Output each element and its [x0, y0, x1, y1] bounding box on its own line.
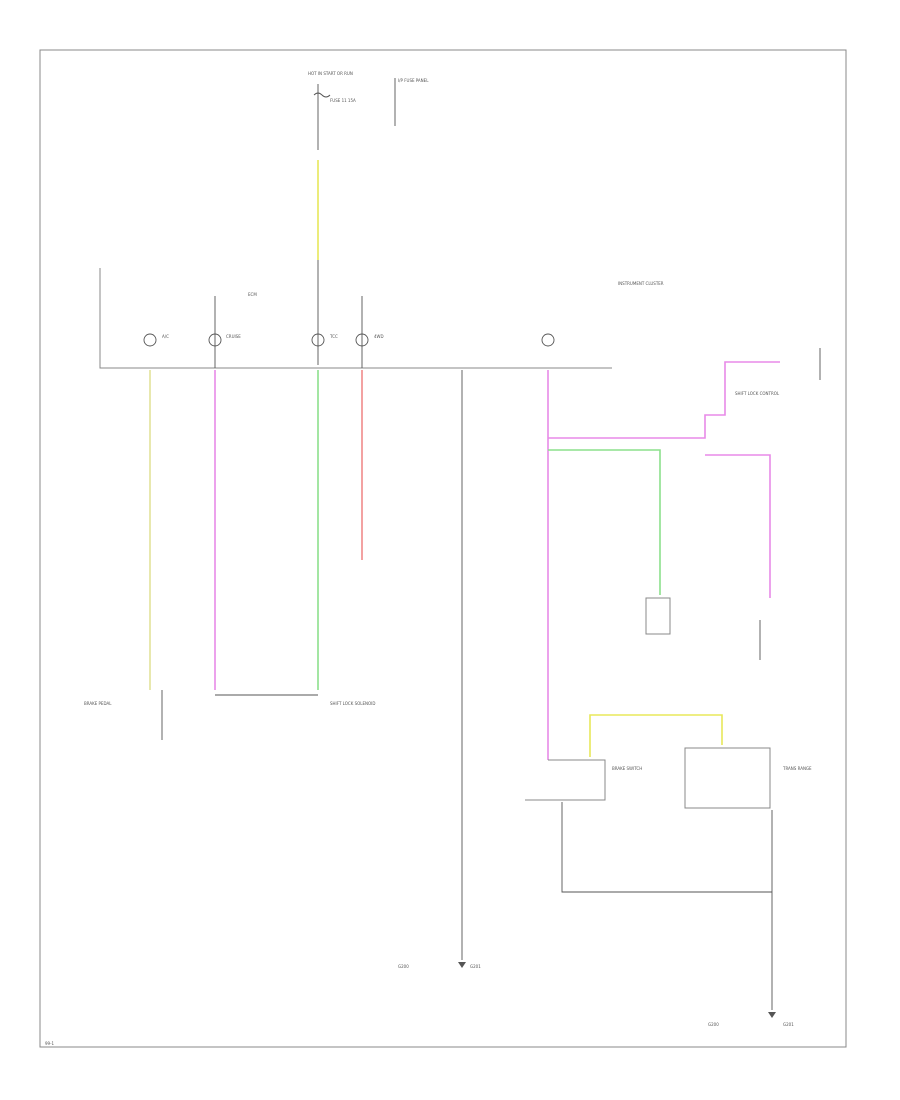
wire-green-right [548, 449, 661, 595]
bulb-e-icon [541, 333, 555, 347]
lower-mid-label: SHIFT LOCK SOLENOID [330, 701, 375, 706]
bulb-c-icon [311, 333, 325, 347]
bottom-right-ground-1: G200 [708, 1022, 719, 1027]
switch-b-box [684, 747, 771, 809]
top-source-label: HOT IN START OR RUN [308, 71, 353, 76]
component-box-a [645, 597, 671, 635]
bulb-a-label: A/C [162, 334, 169, 339]
diagram-frame [39, 49, 847, 1048]
fuse-symbol [313, 92, 331, 98]
top-note-label: I/P FUSE PANEL [398, 78, 429, 83]
switch-b-label: TRANS RANGE [782, 766, 812, 771]
wire-pink-right-down [705, 454, 771, 598]
bulb-c-label: TCC [329, 334, 338, 339]
switch-a-box [525, 759, 606, 801]
switch-a-label: BRAKE SWITCH [612, 766, 642, 771]
bulb-d-label: 4WD [374, 334, 384, 339]
bottom-left-ground-1: G200 [398, 964, 409, 969]
wire-yellow-lower [589, 714, 723, 757]
wire-pink-upper-right [548, 361, 780, 439]
lower-left-label: BRAKE PEDAL [84, 701, 112, 706]
ground-symbol-left [458, 962, 466, 968]
ecm-ref: ECM [248, 292, 257, 297]
bulb-d-icon [355, 333, 369, 347]
corner-label: 99-1 [45, 1041, 55, 1046]
ground-symbol-right [768, 1012, 776, 1018]
wire-ground-lower [561, 802, 772, 893]
bottom-right-ground-2: G201 [783, 1022, 794, 1027]
right-ctrl-label: SHIFT LOCK CONTROL [735, 391, 780, 396]
bulb-b-label: CRUISE [226, 334, 241, 339]
cluster-box [99, 268, 612, 369]
bulb-a-icon [143, 333, 157, 347]
bulb-b-icon [208, 333, 222, 347]
bottom-left-ground-2: G201 [470, 964, 481, 969]
fuse-label: FUSE 11 15A [330, 98, 356, 103]
cluster-label: INSTRUMENT CLUSTER [618, 281, 664, 286]
